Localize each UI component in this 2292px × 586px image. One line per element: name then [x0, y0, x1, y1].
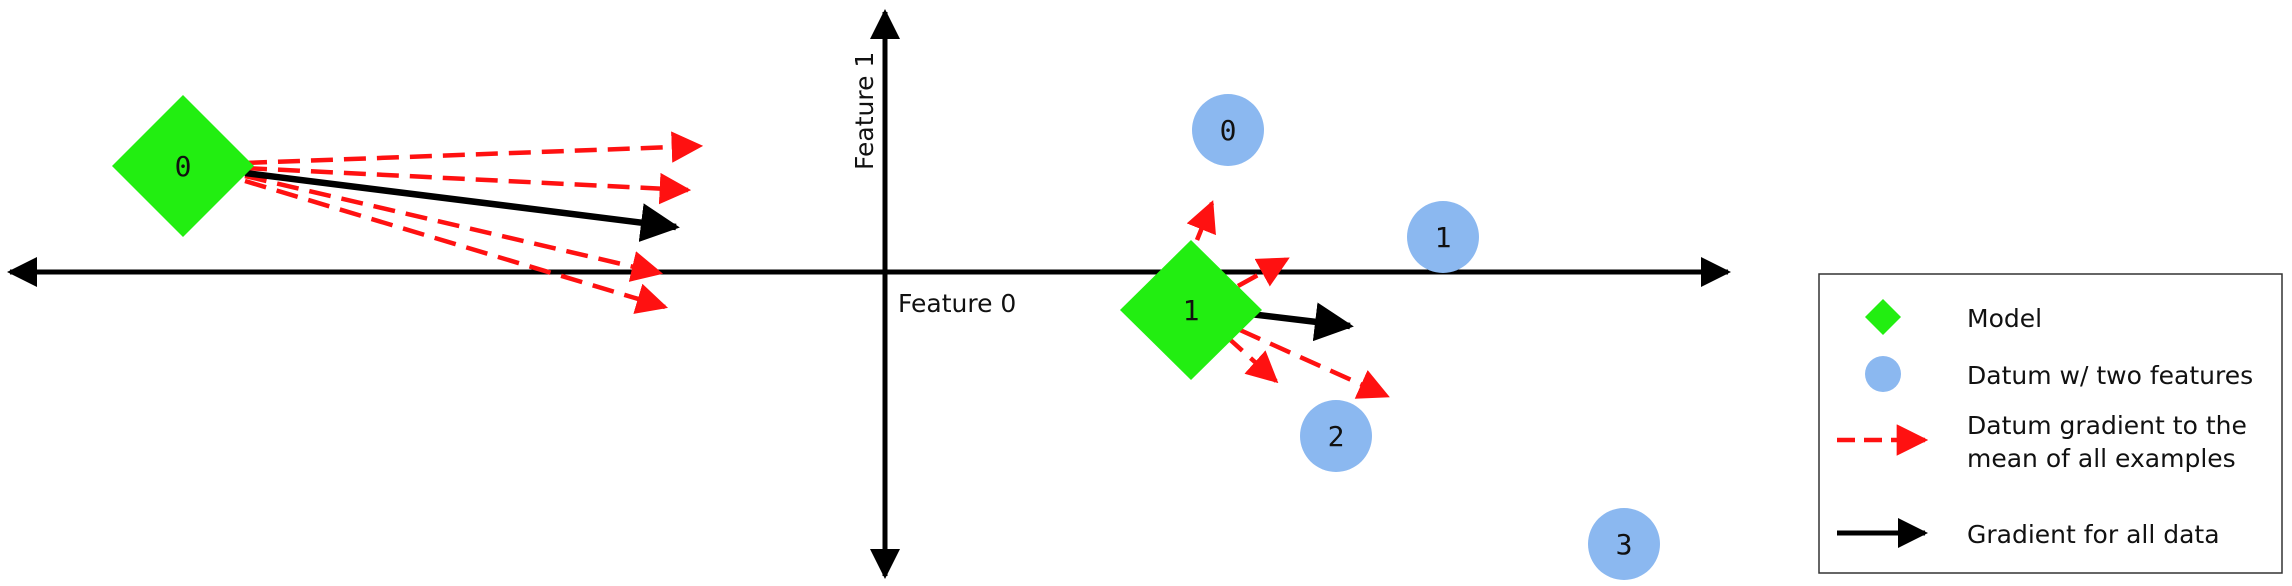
datum-gradient-arrow	[244, 173, 664, 282]
data-points: 0 1 2 3	[1192, 94, 1660, 580]
model-0-marker	[112, 95, 254, 237]
model-1-label: 1	[1183, 294, 1200, 327]
datum-2-label: 2	[1328, 420, 1345, 453]
datum-gradient-arrow	[244, 178, 669, 314]
y-axis-label: Feature 1	[850, 52, 879, 170]
axes: Feature 0 Feature 1	[6, 8, 1731, 579]
gradient-all-arrow	[244, 169, 680, 242]
datum-1-marker	[1407, 201, 1479, 273]
datum-gradient-arrow	[1239, 327, 1390, 399]
datum-gradient-arrow	[244, 165, 692, 205]
datum-1-label: 1	[1435, 221, 1452, 254]
legend-model-label: Model	[1967, 304, 2042, 333]
legend-box	[1818, 273, 2283, 574]
datum-gradient-arrow	[1236, 257, 1290, 288]
x-axis-label: Feature 0	[898, 289, 1016, 318]
datum-gradient-arrow	[1224, 334, 1279, 384]
model-0-label: 0	[175, 150, 192, 183]
legend-datum-gradient-label-line2: mean of all examples	[1967, 444, 2236, 473]
datum-3-label: 3	[1616, 528, 1633, 561]
datum-2-marker	[1300, 400, 1372, 472]
datum-1: 1	[1407, 201, 1479, 273]
legend-item-gradient-all: Gradient for all data	[1837, 518, 2220, 549]
models: 0 1	[112, 95, 1262, 380]
datum-3: 3	[1588, 508, 1660, 580]
model-1-gradients	[1186, 200, 1390, 399]
datum-gradient-arrow	[244, 131, 704, 166]
gradient-all-arrow	[1249, 302, 1354, 342]
model-legend-icon	[1865, 299, 1901, 335]
legend: Model Datum w/ two features Datum gradie…	[1818, 273, 2283, 574]
datum-0-marker	[1192, 94, 1264, 166]
datum-3-marker	[1588, 508, 1660, 580]
model-1-marker	[1120, 240, 1262, 380]
datum-2: 2	[1300, 400, 1372, 472]
legend-gradient-all-label: Gradient for all data	[1967, 520, 2220, 549]
legend-item-datum: Datum w/ two features	[1865, 356, 2253, 392]
legend-datum-label: Datum w/ two features	[1967, 361, 2253, 390]
datum-gradient-arrow	[1186, 200, 1216, 241]
datum-0-label: 0	[1220, 114, 1237, 147]
legend-datum-gradient-label-line1: Datum gradient to the	[1967, 411, 2247, 440]
legend-item-datum-gradient: Datum gradient to the mean of all exampl…	[1837, 411, 2247, 473]
model-1: 1	[1120, 240, 1262, 380]
model-0-gradients	[244, 131, 704, 314]
datum-legend-icon	[1865, 356, 1901, 392]
datum-0: 0	[1192, 94, 1264, 166]
legend-item-model: Model	[1865, 299, 2042, 335]
model-0: 0	[112, 95, 254, 237]
